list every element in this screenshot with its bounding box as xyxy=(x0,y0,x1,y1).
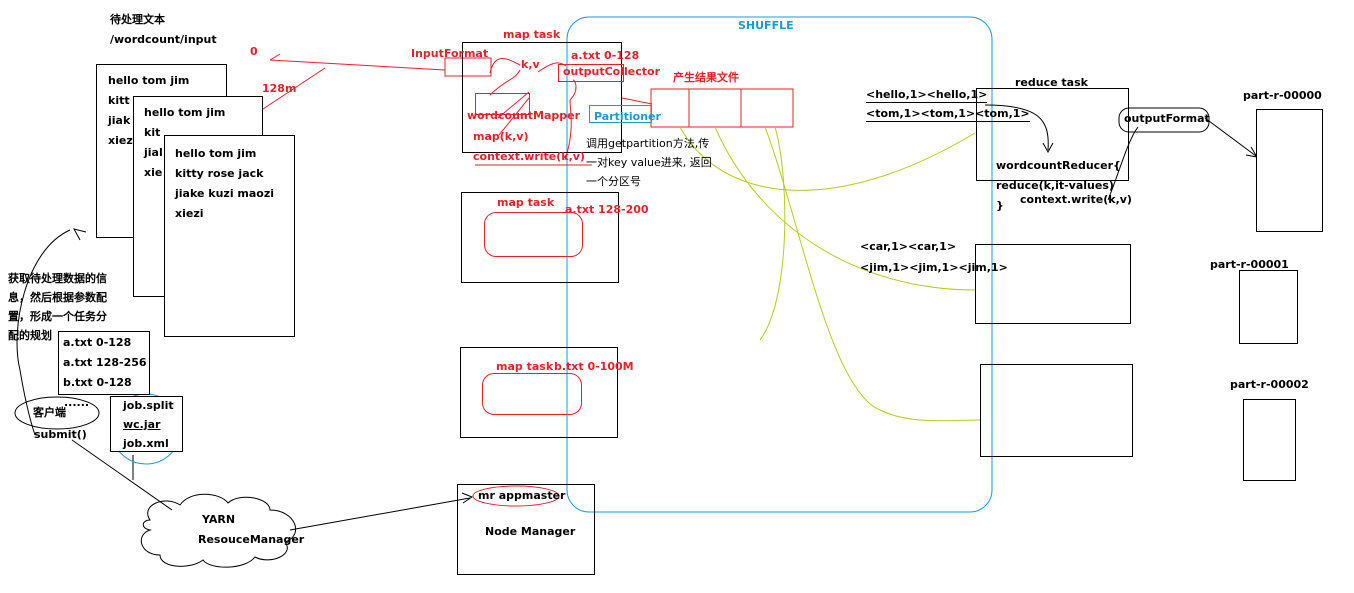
node-manager-label: Node Manager xyxy=(485,525,576,538)
output-0-label: part-r-00000 xyxy=(1243,89,1322,102)
reduce-write-call: context.write(k,v) xyxy=(1020,193,1132,206)
node-manager xyxy=(457,484,595,575)
map-task-2 xyxy=(461,192,619,283)
client-note-line-2: 息，然后根据参数配 xyxy=(8,291,107,304)
input-format-label: InputFormat xyxy=(411,47,489,60)
partitioner-note-3: 一个分区号 xyxy=(586,175,641,188)
split-mark-128m: 128m xyxy=(262,82,297,95)
partitioner-box xyxy=(589,105,652,123)
mapper-label: wordcountMapper xyxy=(467,109,581,122)
reduce-task-3 xyxy=(980,364,1133,457)
map-task-3-inner xyxy=(482,373,582,415)
client-label: 客户端 xyxy=(33,406,66,419)
shuffle-region xyxy=(566,16,993,513)
reduce-2-group-1: <car,1><car,1> xyxy=(860,240,957,253)
map-task-2-title: map task xyxy=(497,196,555,209)
input-format-box xyxy=(444,57,492,77)
partitioner-note-1: 调用getpartition方法,传 xyxy=(586,137,710,150)
map-task-2-inner xyxy=(484,212,583,257)
client-submit: submit() xyxy=(34,428,87,441)
split-mark-zero: 0 xyxy=(250,45,258,58)
output-collector-label: outputCollector xyxy=(563,65,661,78)
reduce-call: reduce(k,it-values) xyxy=(996,179,1114,192)
split-arrow-128 xyxy=(259,67,326,112)
client-note-line-3: 置，形成一个任务分 xyxy=(8,310,107,323)
input-path: /wordcount/input xyxy=(110,33,217,46)
map-task-3 xyxy=(460,347,618,438)
input-title: 待处理文本 xyxy=(110,13,165,26)
result-file-box xyxy=(650,88,794,128)
wc-jar-file: wc.jar xyxy=(123,418,161,431)
partitioner-label: Partitioner xyxy=(594,110,661,123)
mapper-box xyxy=(475,93,530,115)
split-plan: a.txt 0-128 a.txt 128-256 b.txt 0-128 xyxy=(58,331,150,395)
output-format-label: outputFormat xyxy=(1124,112,1210,125)
map-call: map(k,v) xyxy=(473,130,529,143)
reduce-1-group-1: <hello,1><hello,1> xyxy=(866,88,988,103)
output-1-file xyxy=(1239,270,1298,344)
file-page-3: hello tom jim kitty rose jack jiake kuzi… xyxy=(164,135,295,337)
reducer-close: } xyxy=(996,199,1004,212)
job-split-file: job.split xyxy=(123,399,174,412)
yarn-label: YARN xyxy=(202,513,236,526)
map-task-1-title: map task xyxy=(503,28,561,41)
map-task-3-split: b.txt 0-100M xyxy=(554,360,634,373)
output-2-label: part-r-00002 xyxy=(1230,378,1309,391)
yarn-cloud xyxy=(140,493,297,568)
split-plan-more: ...... xyxy=(64,396,90,409)
partitioner-note-2: 一对key value进来, 返回 xyxy=(586,156,712,169)
reduce-task-1 xyxy=(976,88,1129,181)
result-file-label: 产生结果文件 xyxy=(673,71,739,84)
shuffle-label: SHUFFLE xyxy=(738,19,794,32)
resource-manager-label: ResouceManager xyxy=(198,533,305,546)
write-call: context.write(k,v) xyxy=(473,150,585,163)
appmaster-label: mr appmaster xyxy=(478,489,566,502)
kv-label: k,v xyxy=(521,58,540,71)
split-arrow-zero xyxy=(269,59,446,71)
map-task-1-split: a.txt 0-128 xyxy=(571,49,640,62)
reduce-task-title: reduce task xyxy=(1015,76,1088,89)
reduce-1-group-2: <tom,1><tom,1><tom,1> xyxy=(866,107,1030,122)
job-files: job.split wc.jar job.xml xyxy=(110,396,183,452)
map-task-3-title: map task xyxy=(496,360,554,373)
client-note-line-1: 获取待处理数据的信 xyxy=(8,272,107,285)
reduce-task-2 xyxy=(975,244,1131,324)
job-xml-file: job.xml xyxy=(123,437,169,450)
output-collector-box xyxy=(558,64,624,82)
output-0-file xyxy=(1256,109,1323,232)
map-task-2-split: a.txt 128-200 xyxy=(565,203,649,216)
output-1-label: part-r-00001 xyxy=(1210,258,1289,271)
output-2-file xyxy=(1243,399,1296,481)
client-ellipse xyxy=(14,396,100,430)
map-task-1 xyxy=(462,42,622,153)
reduce-2-group-2: <jim,1><jim,1><jim,1> xyxy=(860,261,1008,274)
reducer-label: wordcountReducer{ xyxy=(996,159,1121,172)
client-note-line-4: 配的规划 xyxy=(8,329,52,342)
